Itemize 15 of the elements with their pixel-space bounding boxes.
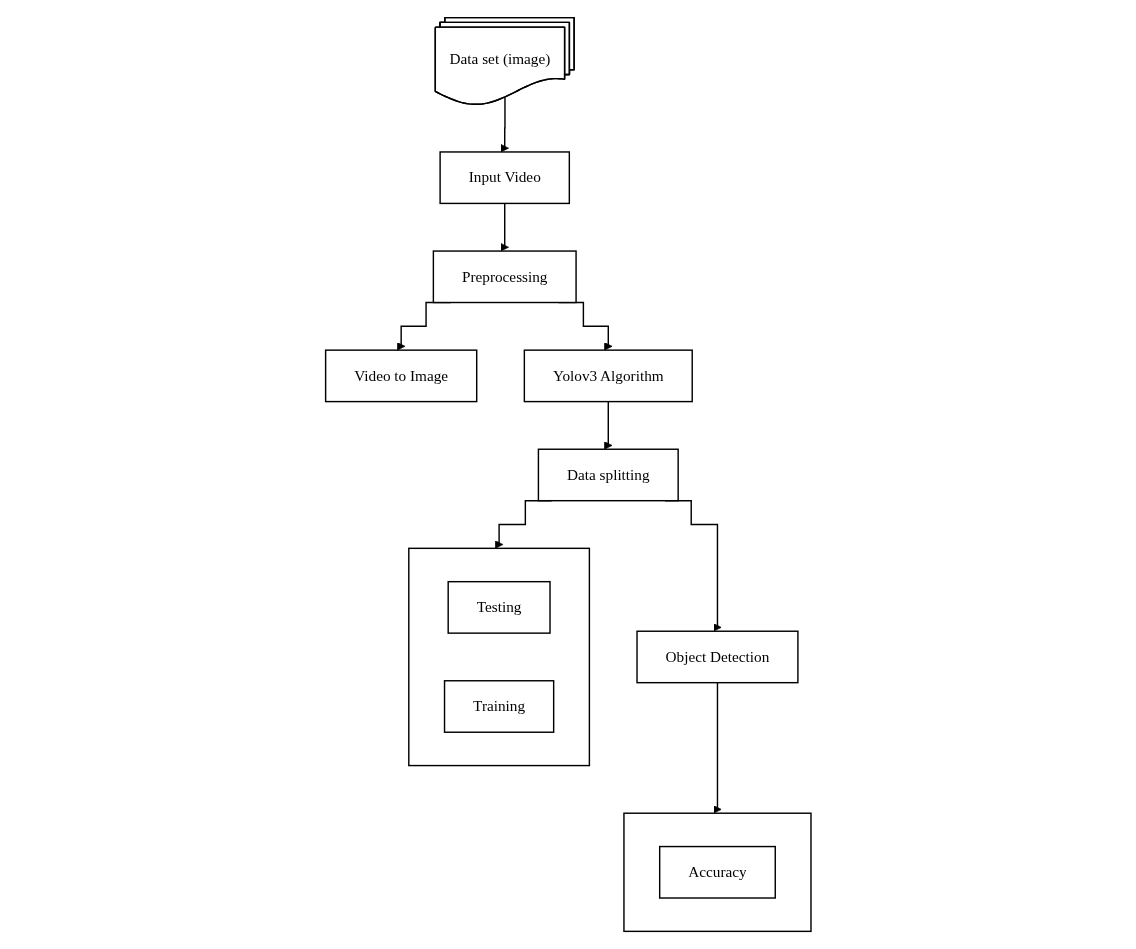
cluster — [622, 812, 812, 933]
node-box: Accuracy — [658, 845, 776, 899]
node-box: Object Detection — [636, 630, 799, 684]
node-box: Training — [443, 680, 555, 733]
node-box: Input Video — [439, 151, 570, 205]
arrow — [500, 96, 509, 153]
node-box: Yolov3 Algorithm — [523, 349, 693, 403]
node-box: Data splitting — [537, 448, 679, 502]
arrow — [603, 400, 613, 450]
node-box: Preprocessing — [432, 250, 577, 304]
arrow — [712, 681, 722, 814]
arrow — [500, 202, 509, 252]
node-box: Testing — [447, 580, 551, 634]
node-box: Video to Image — [324, 349, 478, 403]
cluster — [407, 547, 590, 767]
